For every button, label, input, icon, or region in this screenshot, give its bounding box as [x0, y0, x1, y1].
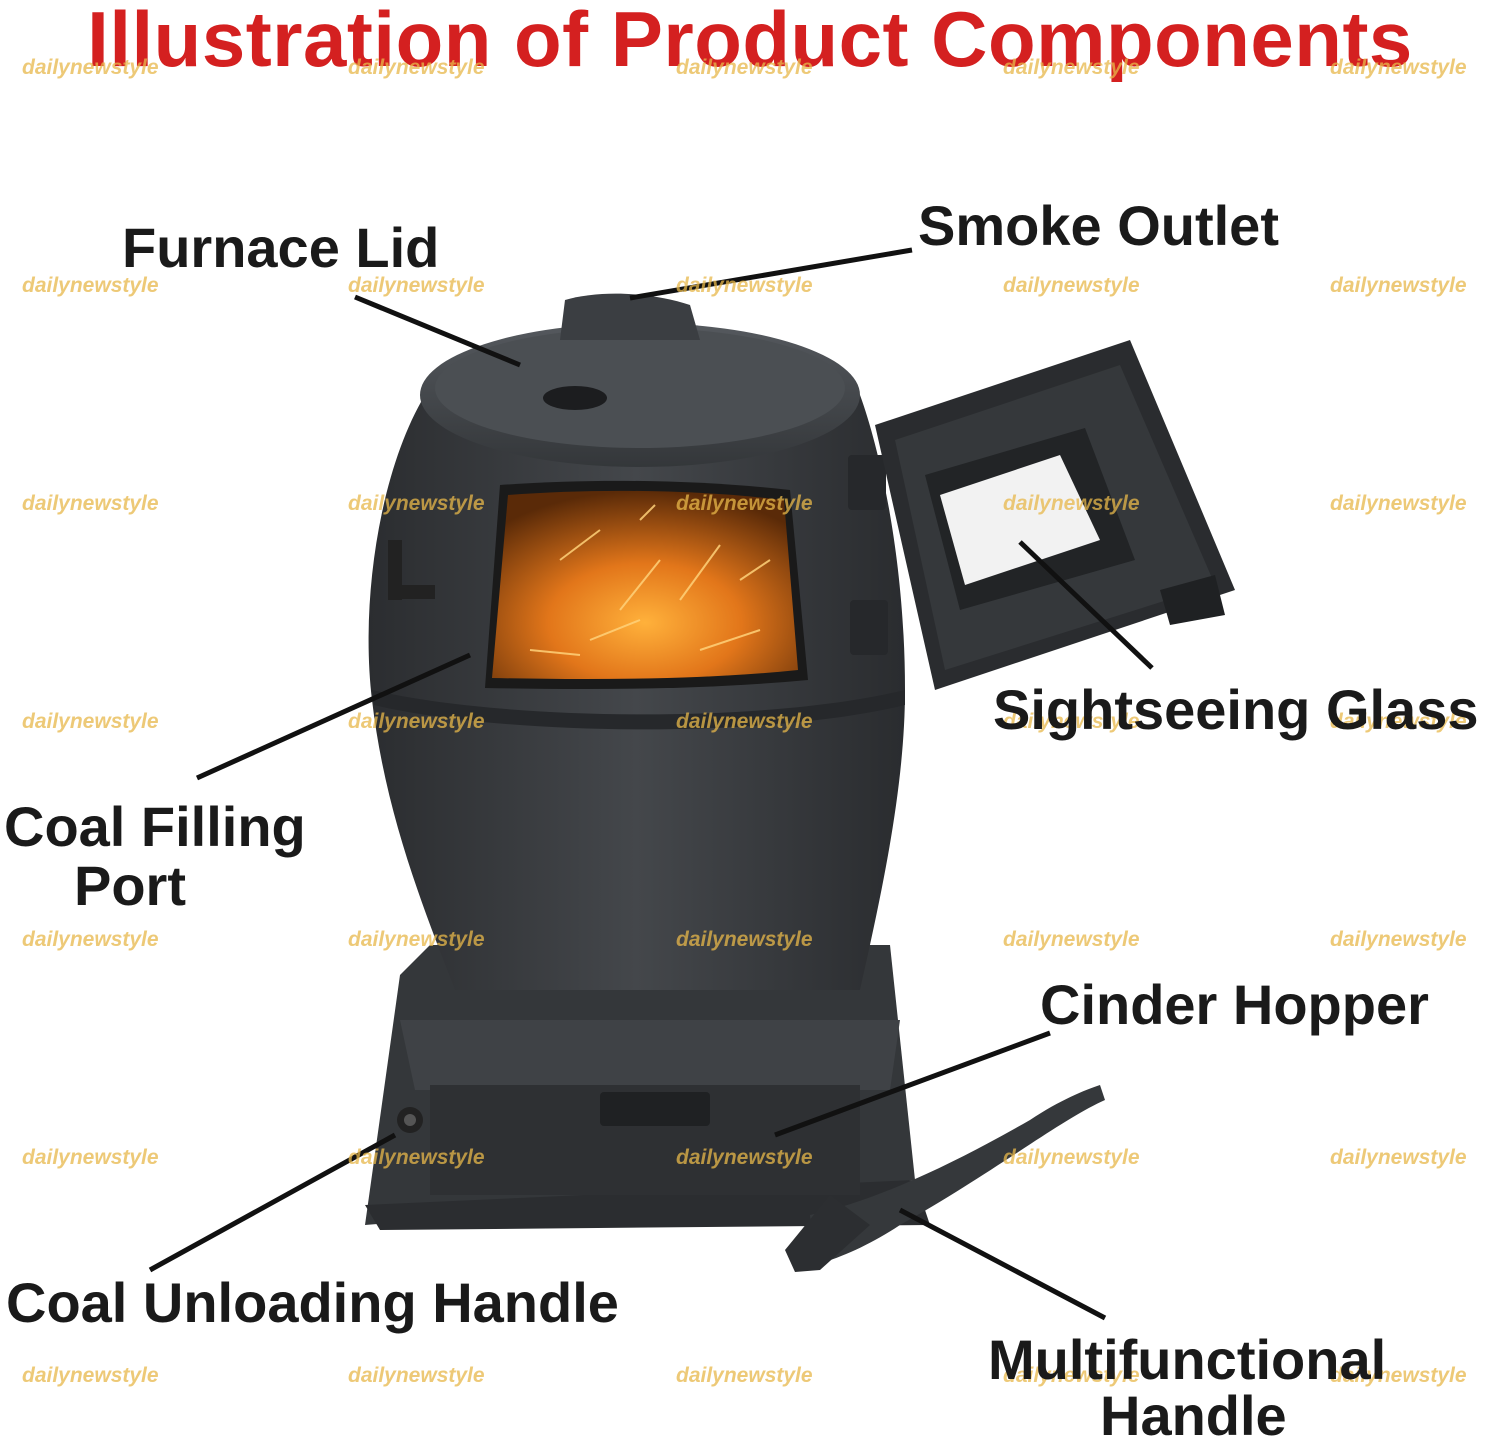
coal-filling-port-leader [195, 652, 472, 781]
label-coal-filling-port-line1: Coal Filling [4, 795, 306, 858]
label-coal-filling-port-line2: Port [74, 854, 186, 917]
furnace-lid-leader [354, 294, 521, 368]
sightseeing-glass [940, 455, 1100, 585]
page-title: Illustration of Product Components [87, 0, 1413, 83]
smoke-outlet-collar [560, 293, 700, 340]
stove-door [875, 340, 1235, 690]
coal-filling-port-window [485, 480, 808, 690]
multifunctional-handle-leader [898, 1207, 1107, 1321]
lid-knob [543, 386, 607, 410]
smoke-outlet-leader [629, 247, 913, 301]
label-cinder-hopper: Cinder Hopper [1040, 973, 1429, 1036]
stove-base [365, 945, 930, 1230]
label-furnace-lid: Furnace Lid [122, 216, 440, 279]
hopper-handle [600, 1092, 710, 1126]
label-sightseeing-glass: Sightseeing Glass [993, 678, 1479, 741]
cinder-hopper-leader [774, 1030, 1051, 1138]
leader-lines [148, 247, 1154, 1321]
label-multifunctional-handle-line1: Multifunctional [988, 1328, 1387, 1391]
furnace-lid [420, 293, 860, 467]
sightseeing-glass-leader [1018, 540, 1154, 670]
label-coal-unloading-handle: Coal Unloading Handle [6, 1271, 619, 1334]
multifunctional-handle-tool [785, 1085, 1105, 1272]
label-multifunctional-handle-line2: Handle [1100, 1384, 1287, 1447]
label-smoke-outlet: Smoke Outlet [918, 194, 1279, 257]
coal-unloading-handle-leader [148, 1132, 397, 1273]
